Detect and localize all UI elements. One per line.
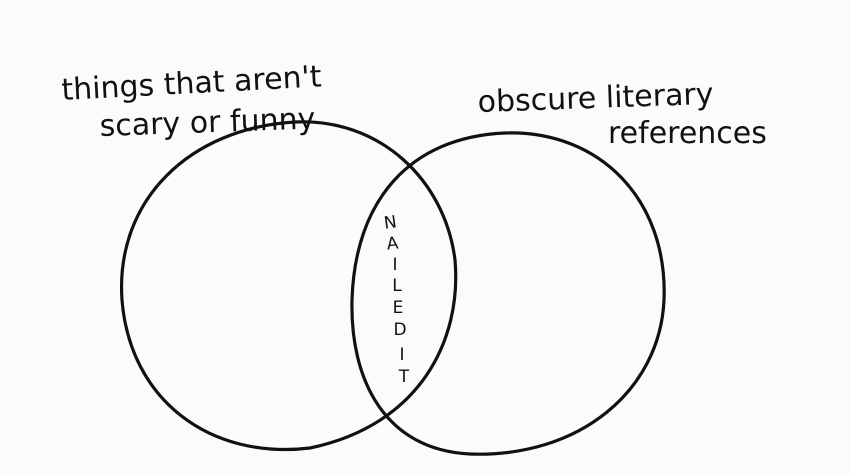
intersection-letter: D (393, 320, 406, 340)
intersection-letter: I (399, 345, 404, 365)
intersection-letter: T (398, 367, 410, 387)
intersection-letter: A (386, 233, 400, 254)
right-set-label-line-2: references (608, 116, 767, 151)
left-set-label-line-2: scary or funny (99, 101, 316, 144)
intersection-label: N A I L E D I T (383, 212, 410, 387)
left-circle (119, 120, 458, 451)
right-set-label-line-1: obscure literary (477, 77, 714, 120)
intersection-letter: L (392, 276, 402, 296)
right-circle (350, 131, 666, 456)
intersection-letter: E (393, 298, 404, 318)
intersection-letter: I (392, 255, 397, 275)
intersection-letter: N (383, 212, 398, 234)
left-set-label-line-1: things that aren't (61, 59, 323, 108)
